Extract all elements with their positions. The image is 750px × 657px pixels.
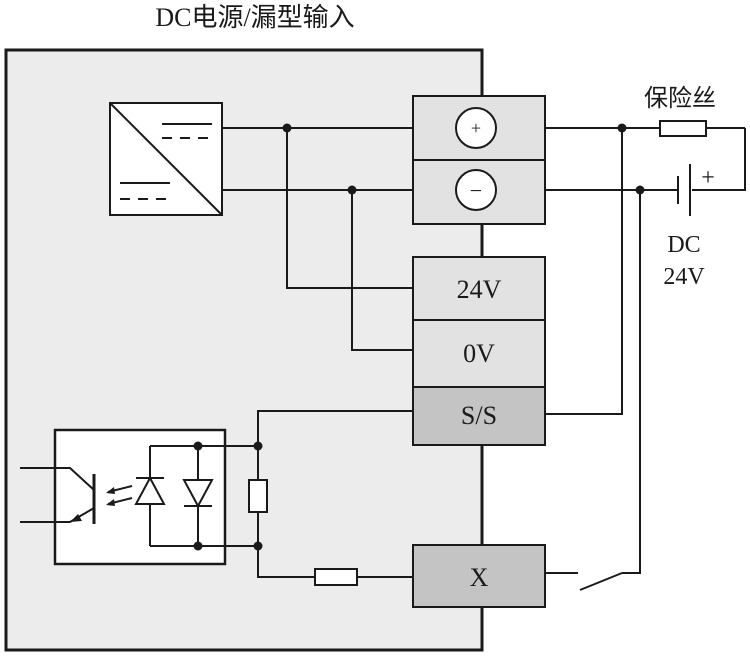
io-terminal-block bbox=[412, 256, 546, 446]
input-resistor-horizontal bbox=[314, 568, 358, 586]
terminal-x-label: X bbox=[470, 563, 489, 592]
internal-wiring bbox=[222, 123, 413, 578]
terminal-24v-label: 24V bbox=[457, 275, 502, 304]
battery-polarity-label: + bbox=[701, 165, 715, 191]
terminal-x-block bbox=[412, 544, 546, 608]
power-terminal-block bbox=[412, 95, 546, 225]
dc-converter-symbol bbox=[109, 102, 223, 216]
diagram-title: DC电源/漏型输入 bbox=[155, 3, 354, 32]
supply-label-voltage: 24V bbox=[663, 264, 705, 290]
fuse-symbol bbox=[659, 120, 707, 137]
input-resistor-vertical bbox=[248, 479, 268, 513]
terminal-ss-label: S/S bbox=[461, 401, 497, 430]
terminal-minus-label: − bbox=[470, 178, 482, 203]
input-switch-symbol bbox=[579, 572, 623, 591]
external-wiring bbox=[545, 123, 746, 574]
terminal-0v-label: 0V bbox=[463, 339, 495, 368]
terminal-plus-label: + bbox=[471, 118, 481, 138]
fuse-label: 保险丝 bbox=[644, 85, 716, 112]
battery-symbol bbox=[677, 164, 691, 216]
supply-label-dc: DC bbox=[667, 232, 700, 258]
optocoupler-circuit bbox=[20, 428, 263, 566]
